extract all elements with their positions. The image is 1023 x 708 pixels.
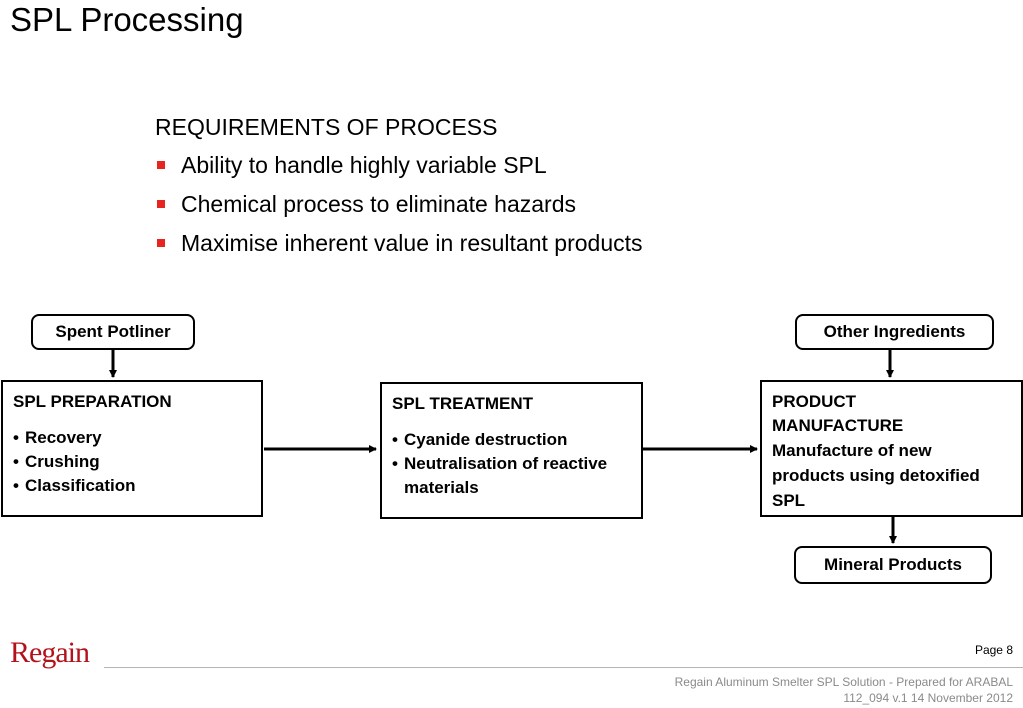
preparation-item: Classification (13, 474, 251, 498)
footer-line-2: 112_094 v.1 14 November 2012 (843, 691, 1013, 705)
requirement-item: Chemical process to eliminate hazards (155, 189, 643, 219)
requirements-list: Ability to handle highly variable SPL Ch… (155, 150, 643, 258)
product-manufacture-box: PRODUCT MANUFACTURE Manufacture of new p… (760, 380, 1023, 517)
spent-potliner-box: Spent Potliner (31, 314, 195, 350)
requirement-item: Ability to handle highly variable SPL (155, 150, 643, 180)
preparation-list: Recovery Crushing Classification (13, 426, 251, 498)
treatment-heading: SPL TREATMENT (392, 394, 534, 413)
square-bullet-icon (157, 239, 165, 247)
spl-preparation-box: SPL PREPARATION Recovery Crushing Classi… (1, 380, 263, 517)
square-bullet-icon (157, 200, 165, 208)
mineral-products-box: Mineral Products (794, 546, 992, 584)
treatment-item: Neutralisation of reactive materials (392, 452, 631, 500)
requirement-item: Maximise inherent value in resultant pro… (155, 228, 643, 258)
manufacture-description: Manufacture of new products using detoxi… (772, 441, 980, 510)
requirements-section: REQUIREMENTS OF PROCESS Ability to handl… (155, 112, 643, 267)
preparation-item: Crushing (13, 450, 251, 474)
footer-line-1: Regain Aluminum Smelter SPL Solution - P… (674, 675, 1013, 689)
other-ingredients-box: Other Ingredients (795, 314, 994, 350)
page-number: Page 8 (974, 643, 1013, 657)
footer-divider (104, 667, 1023, 668)
treatment-list: Cyanide destruction Neutralisation of re… (392, 428, 631, 500)
page-title: SPL Processing (10, 1, 244, 38)
preparation-item: Recovery (13, 426, 251, 450)
preparation-heading: SPL PREPARATION (13, 392, 172, 411)
footer-text: Regain Aluminum Smelter SPL Solution - P… (593, 674, 1013, 706)
spl-treatment-box: SPL TREATMENT Cyanide destruction Neutra… (380, 382, 643, 519)
requirements-heading: REQUIREMENTS OF PROCESS (155, 114, 498, 140)
square-bullet-icon (157, 161, 165, 169)
manufacture-heading: PRODUCT MANUFACTURE (772, 392, 904, 435)
regain-logo: Regain (10, 636, 90, 669)
treatment-item: Cyanide destruction (392, 428, 631, 452)
